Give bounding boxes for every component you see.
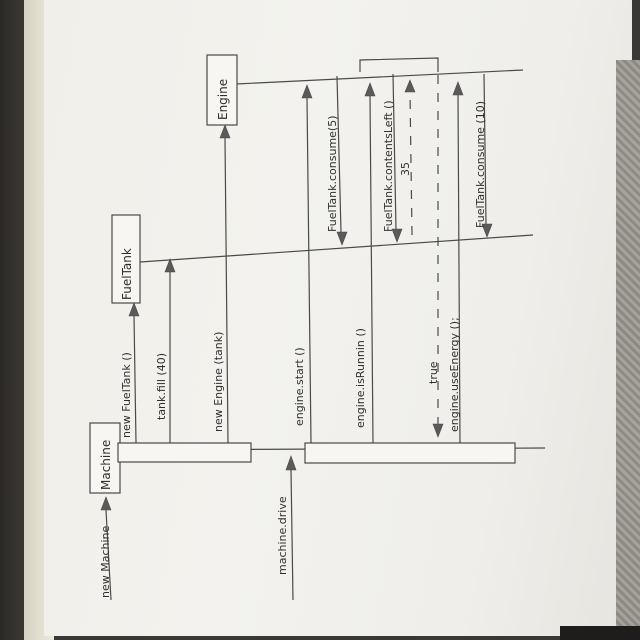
background-fabric (616, 60, 640, 640)
return-35-dashed-line (409, 91, 413, 236)
return-35-label: 35 (399, 162, 412, 176)
new-engine-arrowhead (219, 124, 231, 139)
background-corner (560, 626, 640, 640)
fueltank-label: FuelTank (120, 248, 134, 300)
new-machine-arrow-line (105, 509, 112, 601)
fueltank-lifeline (139, 234, 534, 263)
engine-lifeline (235, 69, 524, 85)
engine-isrunning-arrowhead (364, 82, 376, 97)
engine-activation (359, 57, 439, 72)
consume5-arrowhead (336, 231, 348, 246)
contents-left-label: FuelTank.contentsLeft () (382, 100, 395, 232)
engine-start-arrowhead (301, 84, 313, 99)
return-true-label: true (427, 361, 440, 384)
use-energy-arrowhead (452, 81, 464, 96)
fueltank-box: FuelTank (111, 214, 141, 304)
machine-activation-2 (304, 442, 516, 464)
new-fueltank-arrowhead (128, 302, 140, 317)
use-energy-arrow-line (457, 94, 461, 444)
engine-start-label: engine.start () (293, 347, 306, 426)
new-engine-arrow-line (224, 137, 229, 444)
new-engine-label: new Engine (tank) (212, 332, 225, 432)
contents-left-arrowhead (391, 228, 403, 243)
return-35-arrowhead (404, 79, 416, 93)
engine-label: Engine (216, 79, 230, 120)
return-true-arrowhead (432, 423, 444, 438)
machine-activation-1 (117, 442, 252, 463)
engine-start-arrow-line (306, 97, 312, 444)
engine-box: Engine (206, 54, 238, 126)
consume10-arrowhead (481, 223, 493, 238)
use-energy-label: engine.useEnergy (); (448, 317, 461, 432)
machine-box: Machine (89, 422, 121, 494)
engine-isrunning-label: engine.isRunnin () (354, 328, 367, 428)
machine-drive-arrow-line (290, 469, 294, 601)
consume5-label: FuelTank.consume(5) (326, 115, 339, 232)
new-machine-label: new Machine (99, 525, 112, 598)
machine-drive-label: machine.drive (276, 496, 289, 575)
new-fueltank-arrow-line (133, 314, 137, 444)
consume5-arrow-line (336, 75, 342, 233)
new-machine-arrowhead (100, 496, 112, 511)
tank-fill-label: tank.fill (40) (155, 353, 168, 420)
engine-isrunning-arrow-line (369, 95, 374, 444)
contents-left-arrow-line (392, 73, 397, 230)
consume10-label: FuelTank.consume (10) (474, 101, 487, 228)
machine-label: Machine (99, 440, 113, 490)
tank-fill-arrowhead (164, 258, 176, 273)
consume10-arrow-line (483, 73, 487, 225)
machine-drive-arrowhead (285, 455, 297, 471)
new-fueltank-label: new FuelTank () (120, 352, 133, 438)
